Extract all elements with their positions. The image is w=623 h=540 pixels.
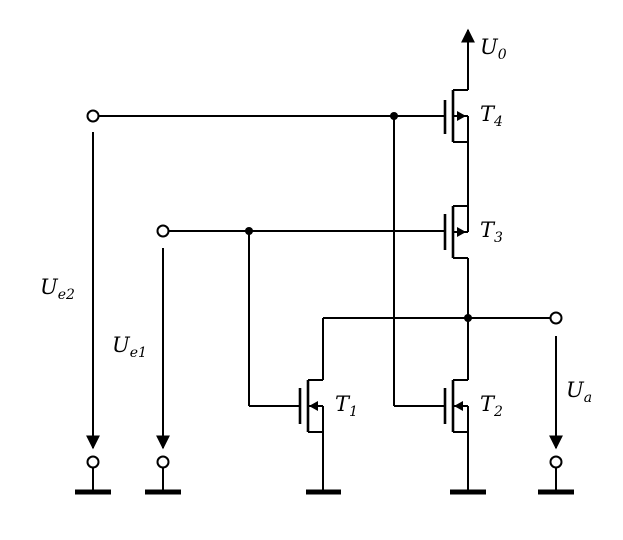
terminal-input-e2 bbox=[86, 109, 100, 123]
terminal-e2-ground bbox=[86, 455, 100, 469]
transistor-t2 bbox=[443, 379, 469, 433]
t3-label: T3 bbox=[480, 218, 503, 246]
terminal-input-e1 bbox=[156, 224, 170, 238]
terminal-e1-ground bbox=[156, 455, 170, 469]
t4-label: T4 bbox=[480, 102, 503, 130]
terminal-ua-ground bbox=[549, 455, 563, 469]
t1-label: T1 bbox=[335, 392, 358, 420]
ue1-label: Ue1 bbox=[112, 333, 147, 361]
ue2-label: Ue2 bbox=[40, 275, 75, 303]
transistor-t3 bbox=[443, 205, 469, 259]
junction-dot-output bbox=[464, 314, 472, 322]
transistor-t4 bbox=[443, 89, 469, 143]
supply-label: U0 bbox=[480, 35, 507, 63]
ua-label: Ua bbox=[566, 378, 592, 406]
terminal-output bbox=[549, 311, 563, 325]
transistor-t1 bbox=[298, 379, 324, 433]
t2-label: T2 bbox=[480, 392, 503, 420]
